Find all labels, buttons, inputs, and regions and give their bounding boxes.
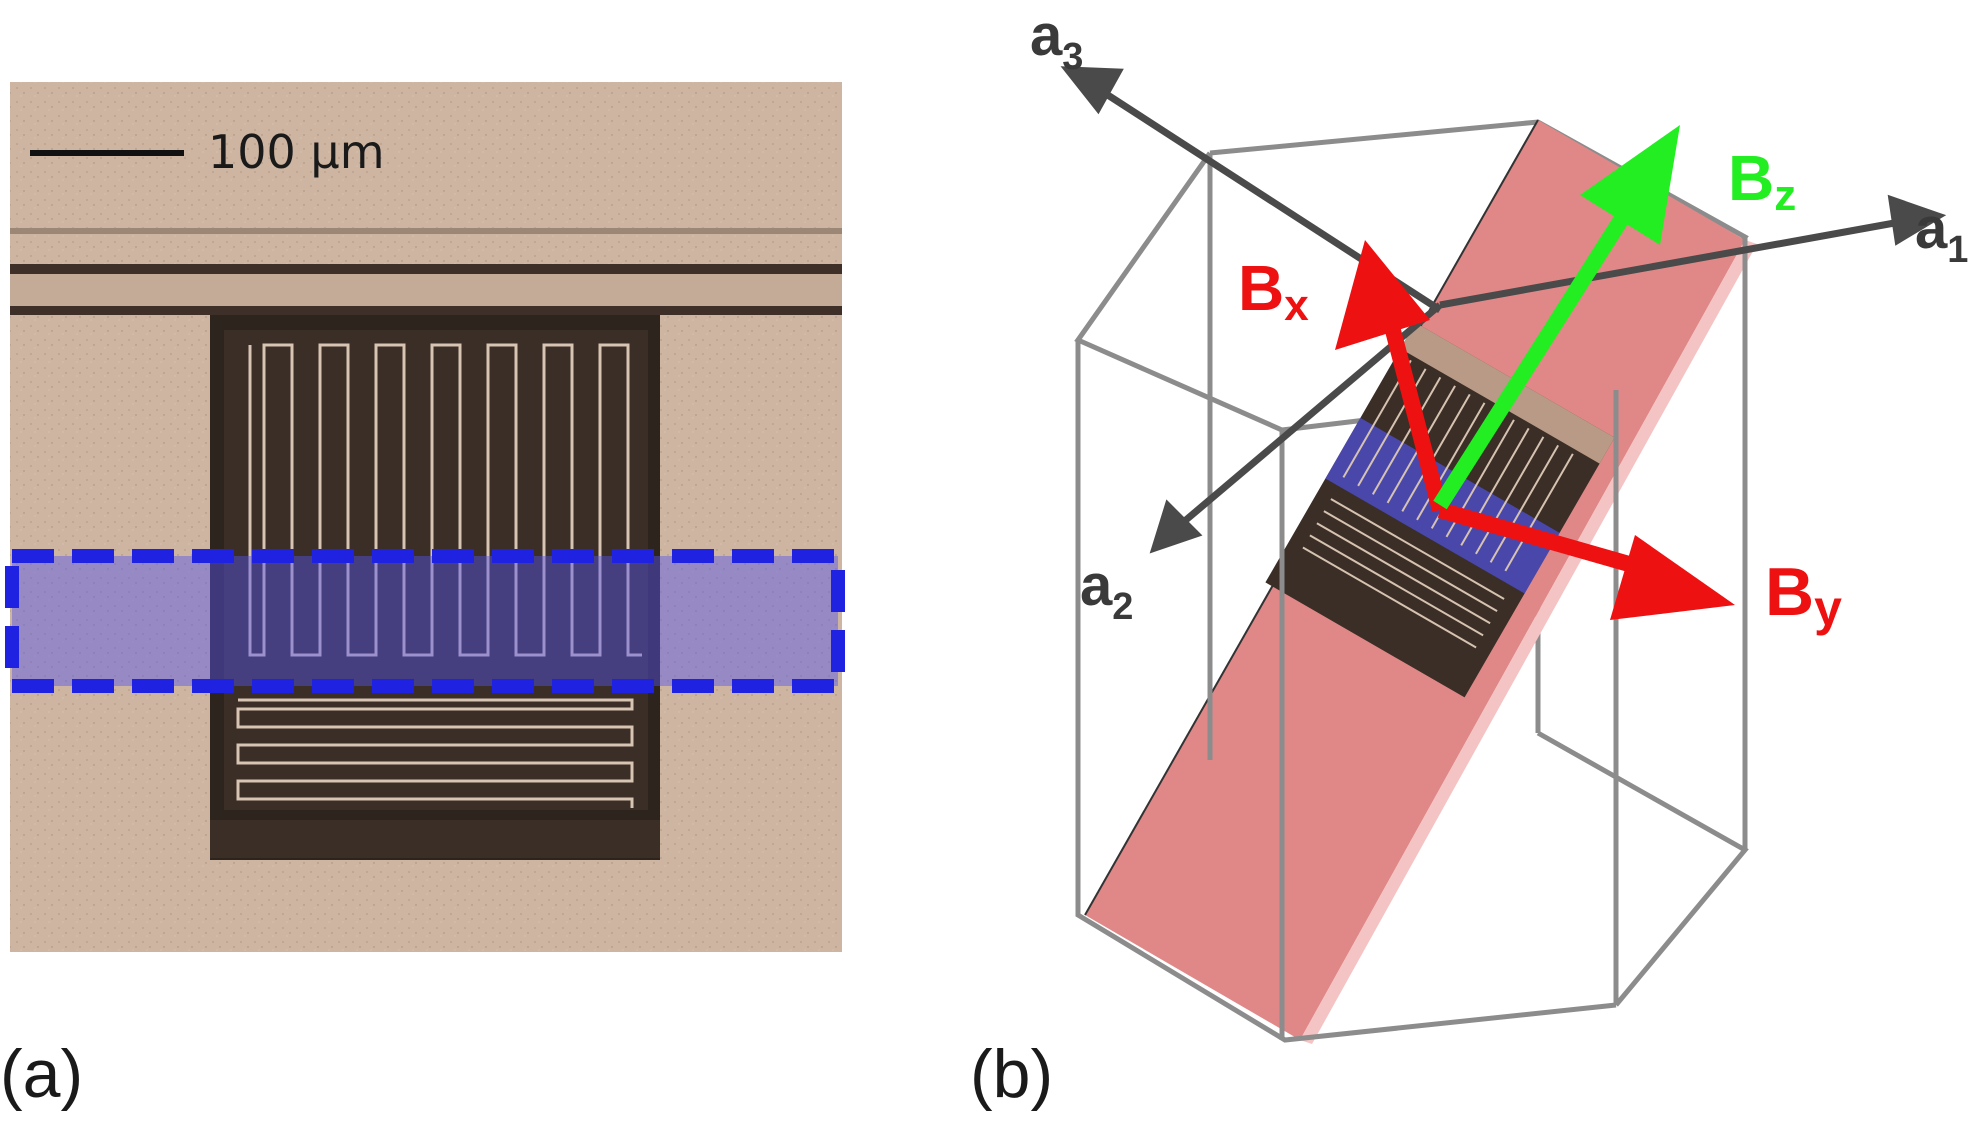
- bz-arrow-shaft: [1433, 185, 1647, 510]
- panel-b-label: (b): [970, 1036, 1054, 1112]
- by-arrow-shaft: [1437, 502, 1653, 578]
- vertical-meander: [248, 343, 642, 657]
- chip-meander-line: [1316, 522, 1491, 625]
- chip-meander-line: [1302, 546, 1477, 649]
- panel-a-label: (a): [0, 1036, 84, 1112]
- rail-line-bottom: [10, 306, 842, 315]
- axis-a1-label: a1: [1915, 196, 1968, 271]
- horizontal-meander-path: [236, 698, 634, 808]
- micrograph-panel: 100 µm: [5, 82, 845, 952]
- axis-a3-label: a3: [1030, 3, 1083, 78]
- upper-strip-line: [10, 228, 842, 234]
- bx-arrowhead: [1335, 240, 1430, 350]
- chip-meander-line: [1504, 453, 1574, 572]
- bx-arrow-shaft: [1377, 297, 1448, 513]
- scale-bar-label: 100 µm: [208, 125, 385, 179]
- axis-a1-arrowhead: [1887, 194, 1947, 246]
- chip-meander-line: [1416, 402, 1486, 521]
- device-inner: [224, 330, 648, 810]
- chip-meander-line: [1330, 498, 1505, 600]
- rail-gap: [10, 274, 842, 306]
- chip-meander-line: [1309, 534, 1484, 637]
- chip-meander-line: [1323, 510, 1498, 612]
- axis-a3-arrowhead: [1060, 66, 1124, 115]
- horizontal-meander: [236, 698, 634, 808]
- bx-label: Bx: [1238, 252, 1309, 330]
- vertical-meander-path: [248, 343, 642, 657]
- axis-a1-line: [1439, 218, 1901, 309]
- chip-meander-line: [1371, 376, 1442, 495]
- highlight-region: [12, 556, 838, 686]
- rail-line-top: [10, 264, 842, 274]
- crystal-panel: a3 a1 a2 Bx By Bz: [1030, 3, 1968, 1044]
- field-arrows: [1335, 125, 1735, 620]
- chip-meander-line: [1475, 436, 1545, 555]
- by-label: By: [1765, 554, 1842, 636]
- prism-front-edges: [1075, 153, 1748, 1043]
- bz-arrowhead: [1580, 125, 1680, 245]
- by-arrowhead: [1610, 535, 1735, 620]
- device-bottom-band: [210, 820, 660, 858]
- axis-a2-label: a2: [1080, 553, 1133, 628]
- crystal-plane-edge: [1300, 240, 1757, 1044]
- axis-a2-arrowhead: [1149, 499, 1203, 554]
- bz-label: Bz: [1728, 142, 1796, 220]
- chip-meander-line: [1489, 444, 1559, 563]
- chip-meander-line: [1401, 393, 1471, 512]
